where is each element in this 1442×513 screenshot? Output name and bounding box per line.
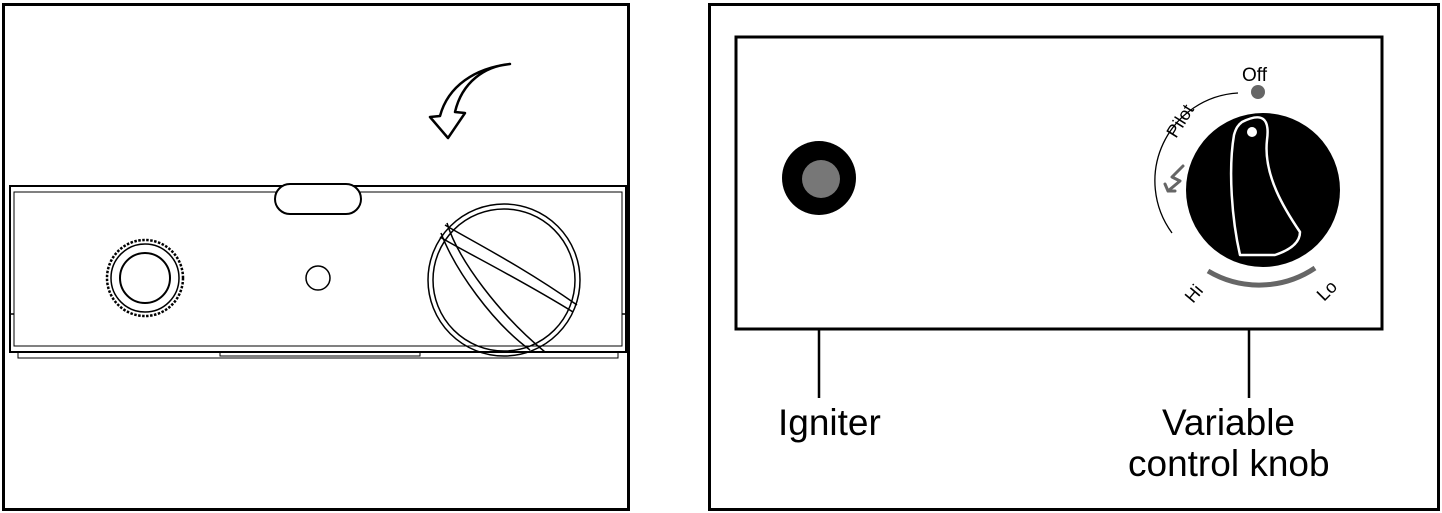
control-knob-cover: [427, 203, 581, 357]
hi-lo-range-arc: [1206, 265, 1317, 288]
control-cover: [9, 183, 627, 359]
igniter-label: Igniter: [778, 402, 881, 443]
variable-control-knob-label-line2: control knob: [1128, 443, 1330, 484]
igniter-knob-cover: [105, 238, 185, 318]
left-panel-cover-view: [2, 3, 630, 511]
knob-grip: [1229, 116, 1302, 257]
dial-arc: [1154, 92, 1239, 234]
igniter-button-center: [802, 160, 840, 198]
cover-slot: [274, 183, 362, 215]
cover-hole: [305, 265, 331, 291]
ignite-spark-icon: [1163, 164, 1185, 193]
variable-control-knob: [1186, 113, 1340, 267]
off-position-dot: [1251, 85, 1265, 99]
knob-indicator-dot: [1247, 127, 1257, 137]
variable-control-knob-label-line1: Variable: [1162, 402, 1296, 443]
rotate-arrow-icon: [428, 62, 512, 140]
dial-label-off: Off: [1242, 65, 1268, 86]
